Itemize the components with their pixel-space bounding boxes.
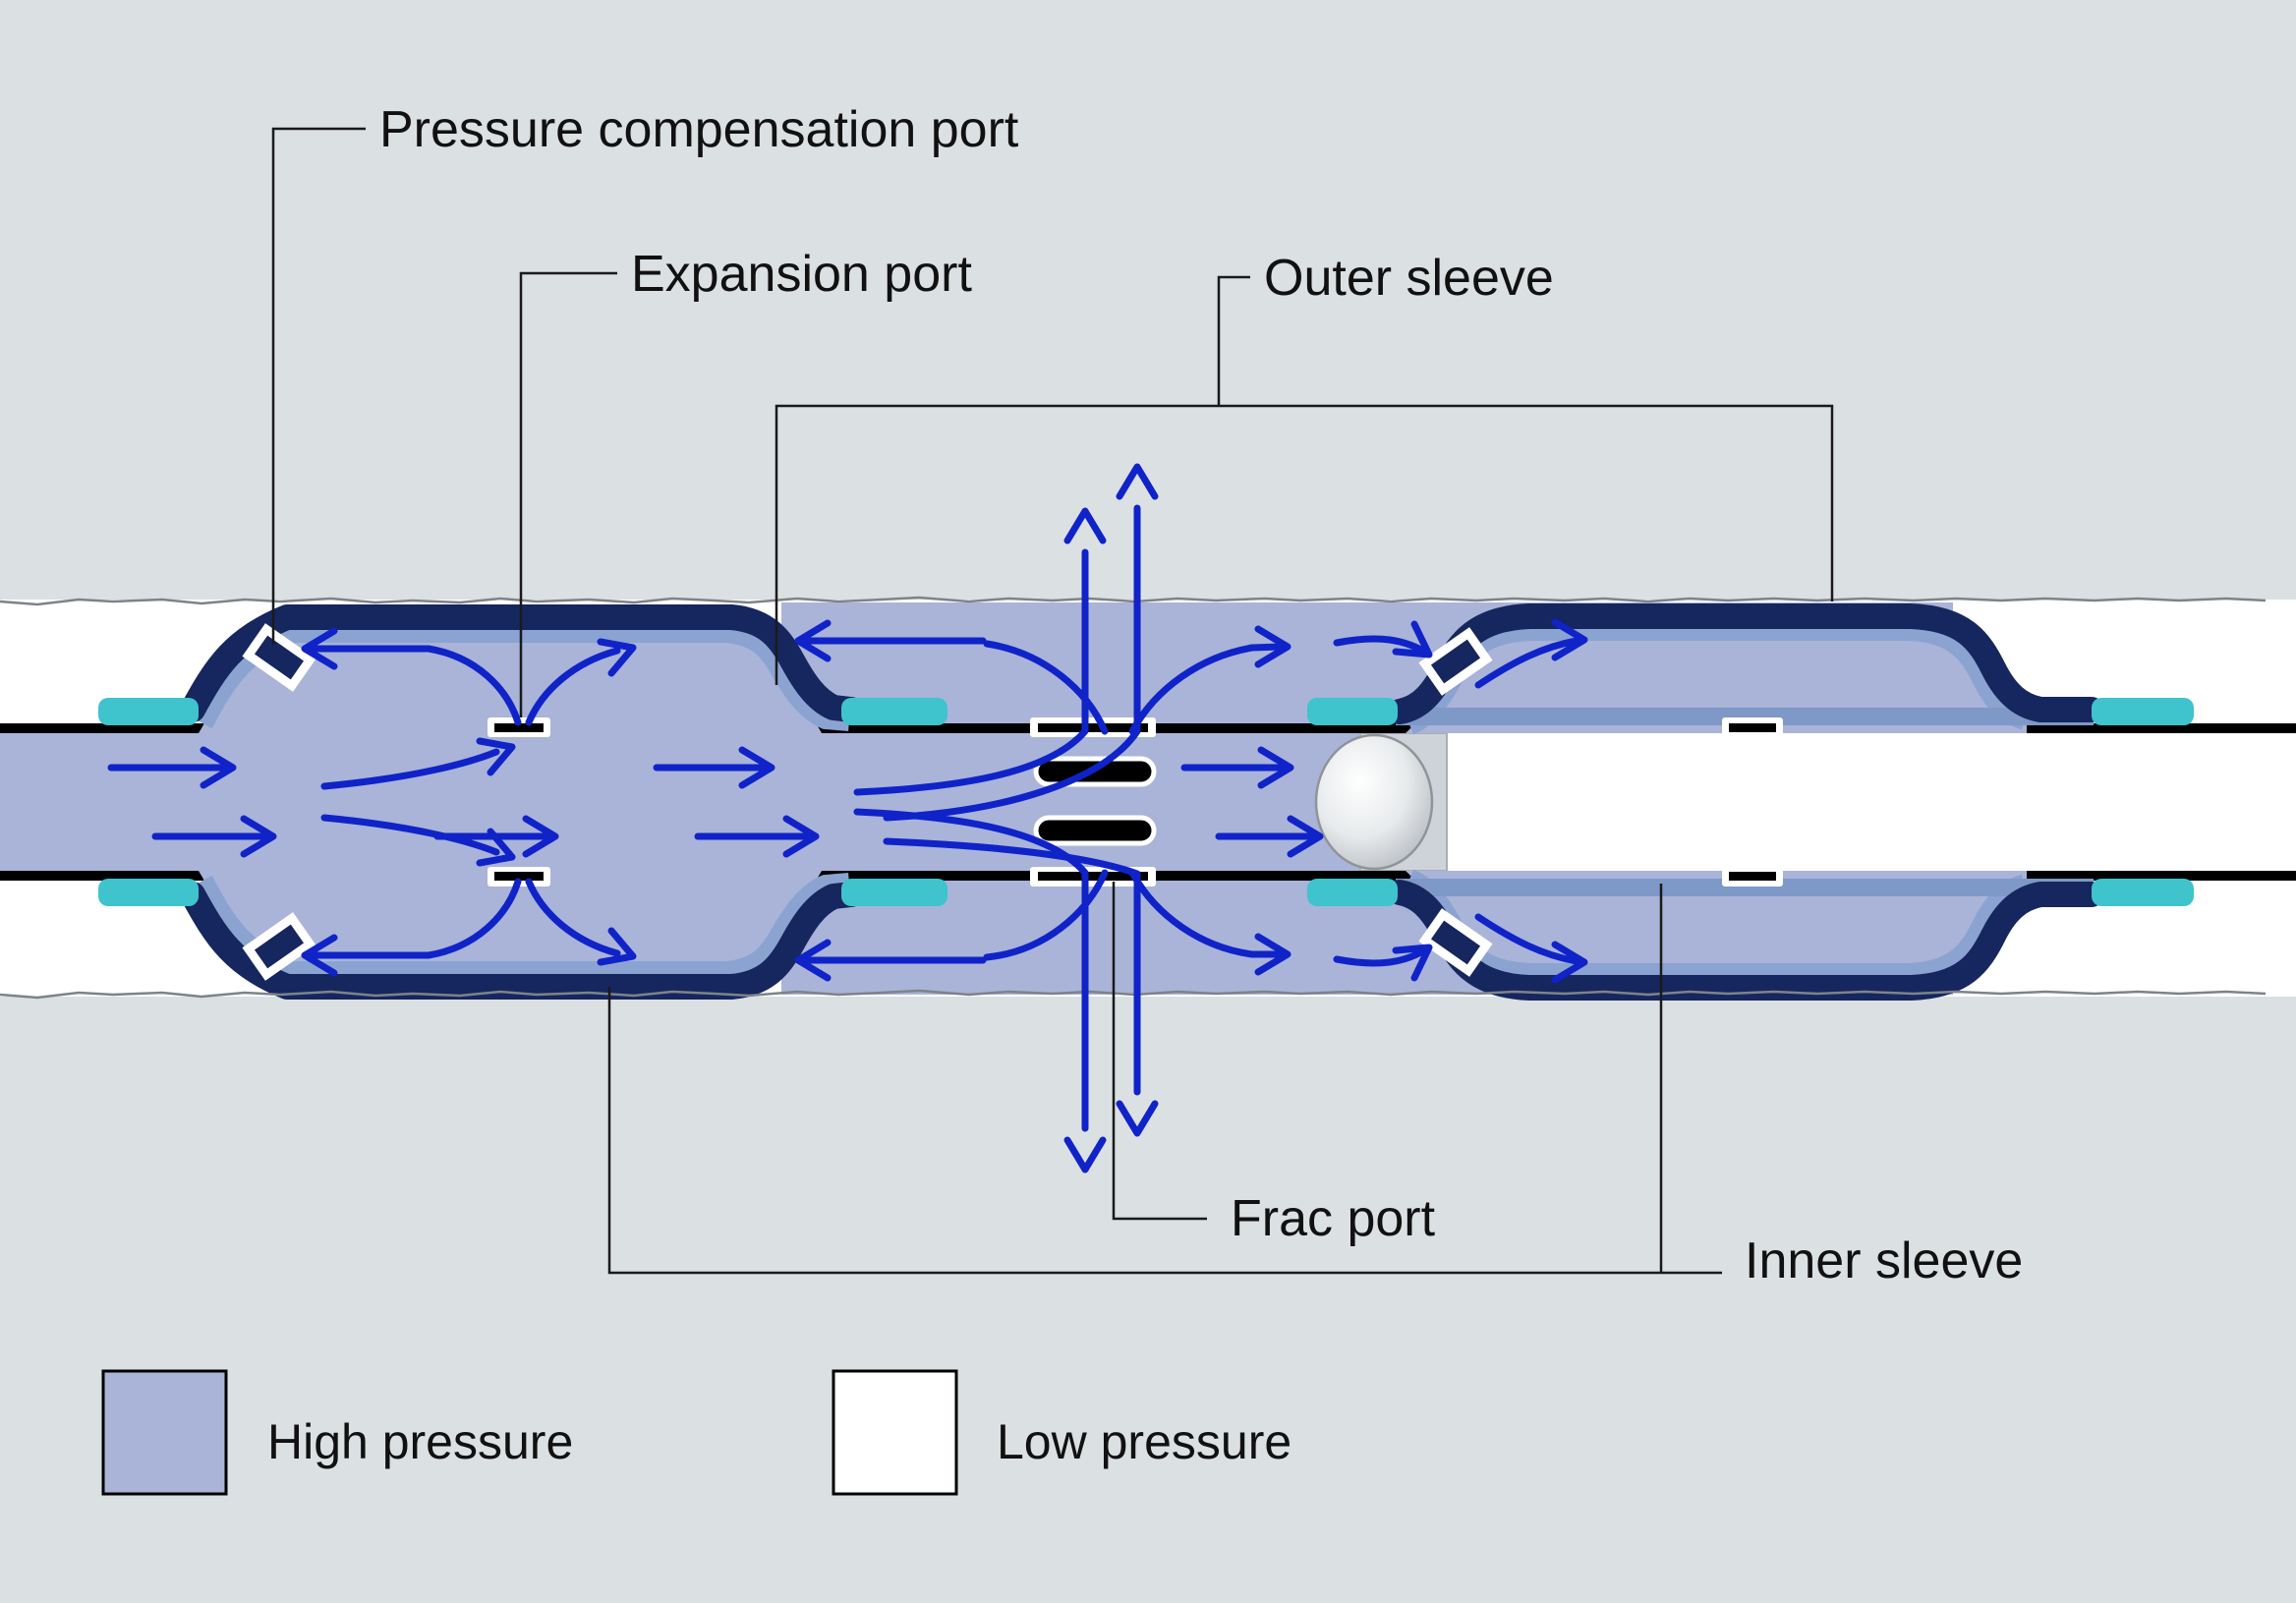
frac-ball [1314, 733, 1434, 871]
leader-pressure-compensation-port [271, 127, 366, 645]
flow-arrow [794, 939, 987, 982]
leader-expansion-port [519, 271, 617, 717]
label-pressure-compensation-port: Pressure compensation port [379, 101, 1019, 158]
flow-arrow [1128, 625, 1292, 735]
label-frac-port: Frac port [1231, 1190, 1436, 1247]
flow-arrow [653, 746, 775, 789]
flow-arrow [525, 638, 637, 726]
legend-swatch-high-pressure [101, 1369, 228, 1496]
leader-inner-sleeve [607, 884, 1722, 1275]
flow-arrow [883, 837, 1159, 1137]
bore-high-pressure [0, 733, 1368, 871]
flow-arrows [107, 463, 1588, 1174]
flow-arrow [1215, 815, 1324, 858]
label-expansion-port: Expansion port [631, 246, 972, 303]
legend-swatch-low-pressure [832, 1369, 958, 1496]
flow-arrow [1333, 944, 1433, 982]
diagram-labels: Pressure compensation port Expansion por… [379, 101, 2023, 1289]
label-outer-sleeve: Outer sleeve [1264, 250, 1554, 307]
flow-arrow [853, 808, 1107, 1174]
flow-arrow [983, 869, 1109, 961]
flow-arrow [107, 746, 237, 789]
flow-arrow [320, 737, 516, 790]
label-inner-sleeve: Inner sleeve [1745, 1232, 2023, 1289]
legend: High pressure Low pressure [101, 1369, 1292, 1496]
flow-arrow [1333, 620, 1433, 658]
flow-arrow [1128, 869, 1292, 976]
frac-slot-lower [1033, 815, 1157, 846]
leader-lines [271, 127, 1834, 1275]
flow-arrow [1474, 618, 1588, 689]
legend-label-high-pressure: High pressure [267, 1414, 573, 1469]
flow-arrow [694, 815, 820, 858]
leader-outer-sleeve [775, 275, 1834, 685]
flow-arrow [525, 878, 637, 966]
flow-arrow [1474, 913, 1588, 984]
flow-arrow [853, 507, 1107, 796]
flow-arrow [301, 878, 522, 977]
flow-arrow [1180, 746, 1294, 789]
leader-frac-port [1112, 882, 1207, 1221]
flow-arrow [151, 815, 277, 858]
flow-arrow [794, 619, 987, 662]
flow-arrow [883, 463, 1159, 822]
flow-arrow [320, 814, 516, 867]
legend-label-low-pressure: Low pressure [997, 1414, 1292, 1469]
flow-arrow [301, 627, 522, 726]
flow-arrow [983, 640, 1109, 735]
